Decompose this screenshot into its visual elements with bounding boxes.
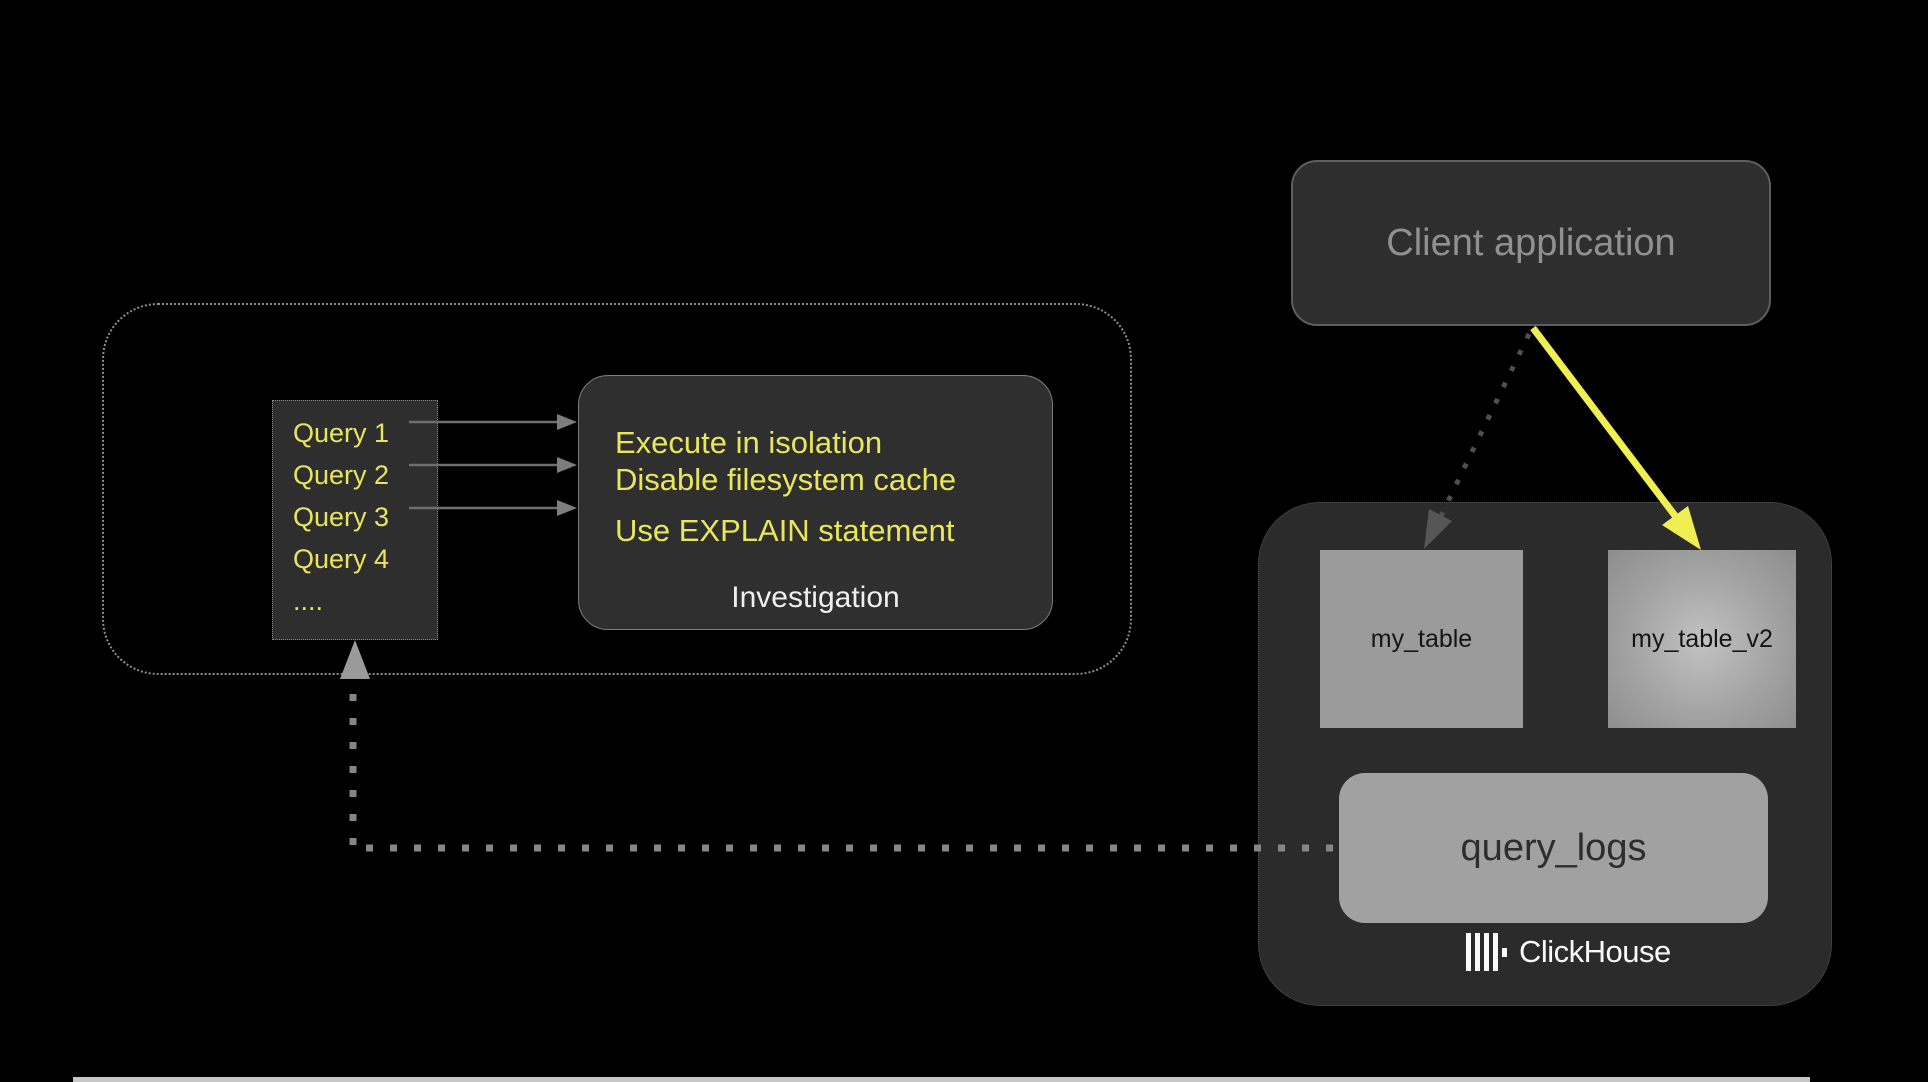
clickhouse-logo: ClickHouse (1466, 933, 1671, 971)
investigation-tip: Disable filesystem cache (615, 462, 957, 497)
query-list-item: Query 3 (293, 502, 390, 532)
clickhouse-logo-icon (1466, 933, 1511, 971)
my-table-v2-box: my_table_v2 (1608, 550, 1796, 728)
clickhouse-container: my_table my_table_v2 query_logs ClickHou… (1258, 502, 1832, 1006)
investigation-tip: Use EXPLAIN statement (615, 513, 955, 548)
client-application-box: Client application (1291, 160, 1771, 326)
investigation-group-outline (102, 303, 1132, 675)
bottom-edge-strip (73, 1077, 1810, 1082)
clickhouse-brand-label: ClickHouse (1519, 934, 1671, 969)
query-list-panel: Query 1 Query 2 Query 3 Query 4 .... (272, 400, 438, 640)
query-list-item: Query 1 (293, 418, 390, 448)
query-list-item-ellipsis: .... (293, 586, 324, 616)
investigation-label: Investigation (731, 581, 900, 614)
query-logs-box: query_logs (1339, 773, 1768, 923)
client-application-label: Client application (1386, 221, 1676, 264)
investigation-tip: Execute in isolation (615, 425, 883, 460)
query-list-item: Query 4 (293, 544, 390, 574)
my-table-box: my_table (1320, 550, 1523, 728)
query-list-item: Query 2 (293, 460, 390, 490)
investigation-box: Execute in isolation Disable filesystem … (578, 375, 1053, 630)
